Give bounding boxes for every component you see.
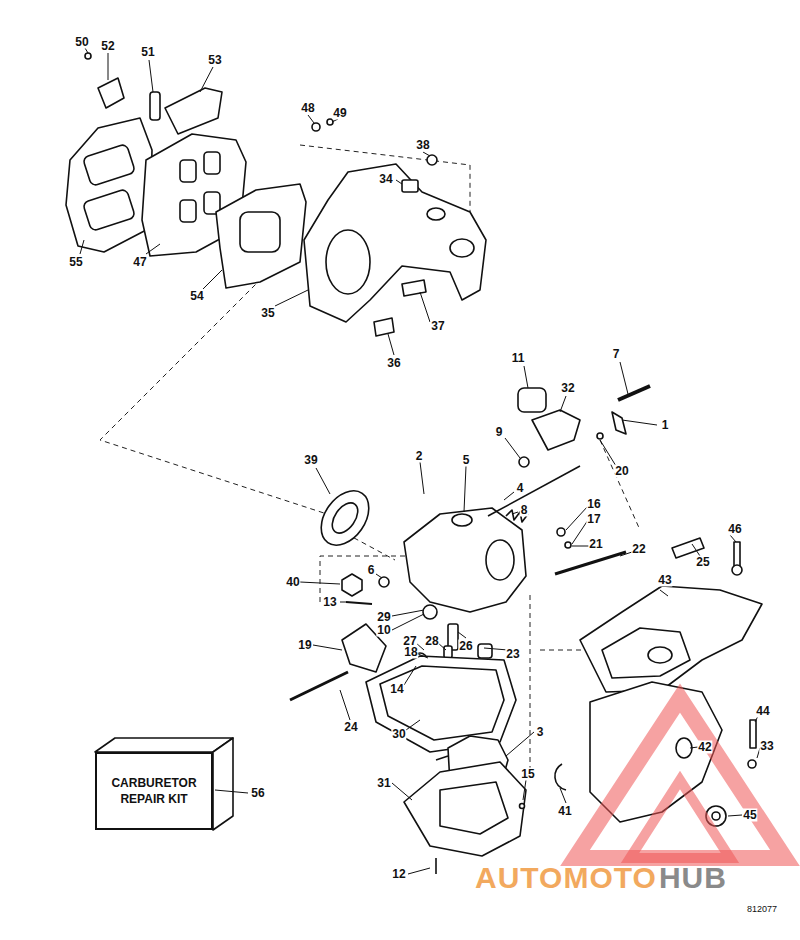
callout-number: 31 <box>376 777 391 790</box>
callout-number: 39 <box>303 454 318 467</box>
callout-number: 50 <box>74 36 89 49</box>
callout-number: 45 <box>742 809 757 822</box>
figure-number: 812077 <box>746 903 778 916</box>
callout-number: 47 <box>132 256 147 269</box>
callout-number: 33 <box>759 740 774 753</box>
callout-number: 13 <box>322 596 337 609</box>
callout-number: 17 <box>586 513 601 526</box>
callout-number: 48 <box>300 102 315 115</box>
callout-number: 36 <box>386 357 401 370</box>
callout-number: 8 <box>520 504 529 517</box>
kit-box: CARBURETOR REPAIR KIT <box>95 752 213 830</box>
callout-number: 29 <box>376 611 391 624</box>
callout-number: 20 <box>614 465 629 478</box>
callout-number: 25 <box>695 556 710 569</box>
callout-number: 5 <box>462 454 471 467</box>
callout-number: 46 <box>727 523 742 536</box>
callout-number: 9 <box>495 426 504 439</box>
callout-number: 49 <box>332 107 347 120</box>
callout-number: 19 <box>297 639 312 652</box>
callout-number: 11 <box>511 352 526 365</box>
callout-number: 30 <box>391 728 406 741</box>
callout-number: 42 <box>697 741 712 754</box>
kit-label: CARBURETOR REPAIR KIT <box>108 775 200 807</box>
watermark: AUTOMOTO <box>474 862 658 894</box>
callout-number: 12 <box>391 868 406 881</box>
callout-number: 2 <box>415 450 424 463</box>
callout-number: 34 <box>378 173 393 186</box>
callout-number: 1 <box>661 419 670 432</box>
callout-number: 23 <box>505 648 520 661</box>
callout-number: 26 <box>458 640 473 653</box>
callout-number: 44 <box>755 705 770 718</box>
callout-number: 3 <box>536 726 545 739</box>
callout-number: 41 <box>557 805 572 818</box>
callout-number: 24 <box>343 721 358 734</box>
callout-number: 32 <box>560 382 575 395</box>
callout-number: 15 <box>520 768 535 781</box>
callout-number: 21 <box>588 538 603 551</box>
callout-number: 51 <box>140 46 155 59</box>
callout-number: 40 <box>285 576 300 589</box>
callout-number: 16 <box>586 498 601 511</box>
callout-number: 43 <box>657 574 672 587</box>
callout-number: 10 <box>376 624 391 637</box>
callout-number: 22 <box>631 543 646 556</box>
callout-number: 28 <box>424 635 439 648</box>
callout-number: 56 <box>250 787 265 800</box>
callout-number: 18 <box>403 646 418 659</box>
callout-number: 35 <box>260 307 275 320</box>
callout-number: 37 <box>430 320 445 333</box>
callout-number: 53 <box>207 54 222 67</box>
callout-number: 6 <box>367 564 376 577</box>
callout-number: 54 <box>189 290 204 303</box>
watermark: HUB <box>658 862 728 894</box>
callout-number: 4 <box>516 482 525 495</box>
callout-number: 55 <box>68 256 83 269</box>
callout-number: 14 <box>389 683 404 696</box>
callout-number: 38 <box>415 139 430 152</box>
callout-number: 7 <box>612 348 621 361</box>
callout-number: 52 <box>100 40 115 53</box>
